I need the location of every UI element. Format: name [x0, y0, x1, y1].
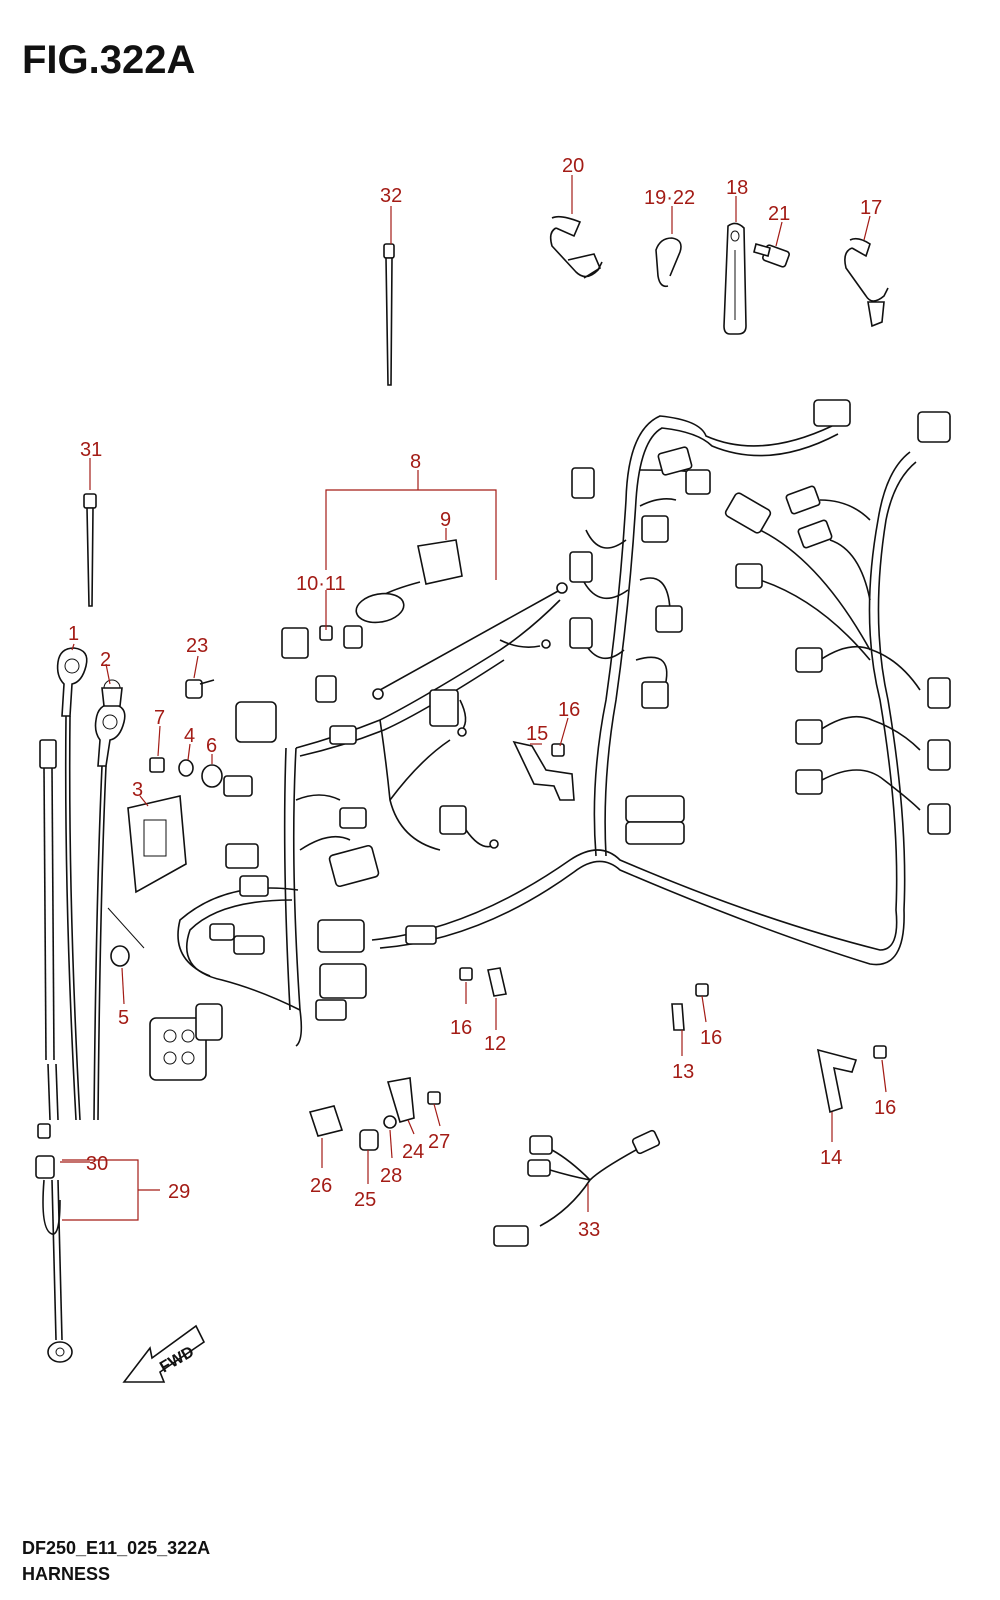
part-clamp-17 [844, 237, 889, 328]
callout-32: 32 [380, 185, 402, 207]
callout-25: 25 [354, 1189, 376, 1211]
callout-15: 15 [526, 723, 548, 745]
part-clamp-20 [549, 215, 603, 279]
callout-2: 2 [100, 649, 111, 671]
part-sub-harness-33 [493, 1129, 661, 1247]
callout-31: 31 [80, 439, 102, 461]
callout-16-d: 16 [874, 1097, 896, 1119]
callout-5: 5 [118, 1007, 129, 1029]
callout-12: 12 [484, 1033, 506, 1055]
part-strap-18 [723, 222, 747, 335]
callout-labels: 1 2 3 4 5 6 7 8 9 10·11 12 13 14 15 16 1… [68, 155, 896, 1241]
callout-26: 26 [310, 1175, 332, 1197]
part-bracket-14 [816, 1045, 887, 1114]
callout-14: 14 [820, 1147, 842, 1169]
callout-3: 3 [132, 779, 143, 801]
callout-30: 30 [86, 1153, 108, 1175]
callout-33: 33 [578, 1219, 600, 1241]
callout-18: 18 [726, 177, 748, 199]
part-relay-9 [355, 539, 463, 624]
part-bracket-12 [459, 967, 507, 997]
callout-19-22: 19·22 [644, 187, 695, 209]
part-bracket-3 [107, 795, 187, 949]
part-bracket-13 [671, 983, 709, 1031]
figure-name: HARNESS [22, 1564, 111, 1584]
callout-9: 9 [440, 509, 451, 531]
callout-4: 4 [184, 725, 195, 747]
callout-28: 28 [380, 1165, 402, 1187]
callout-16-c: 16 [700, 1027, 722, 1049]
callout-17: 17 [860, 197, 882, 219]
fwd-arrow-icon: FWD [122, 1324, 206, 1383]
part-battery-cables-1-29-30 [35, 647, 126, 1363]
callout-1: 1 [68, 623, 79, 645]
parts-24-28 [308, 1077, 441, 1151]
callout-29: 29 [168, 1181, 190, 1203]
callout-16-a: 16 [558, 699, 580, 721]
callout-20: 20 [562, 155, 584, 177]
part-cable-tie-31 [83, 493, 97, 607]
harness-connectors [149, 399, 951, 1081]
callout-16-b: 16 [450, 1017, 472, 1039]
callout-27: 27 [428, 1131, 450, 1153]
figure-code: DF250_E11_025_322A [22, 1538, 211, 1558]
part-wire-clip-19-22 [655, 237, 682, 288]
ground-wires [372, 582, 568, 849]
callout-6: 6 [206, 735, 217, 757]
part-bracket-15 [512, 740, 575, 801]
part-bolt-21 [753, 243, 790, 268]
callout-7: 7 [154, 707, 165, 729]
callout-8: 8 [410, 451, 421, 473]
callout-24: 24 [402, 1141, 424, 1163]
figure-title: FIG.322A [22, 38, 196, 82]
leader-lines [60, 175, 887, 1221]
small-fasteners [110, 679, 223, 967]
part-cable-tie-32 [383, 243, 395, 386]
callout-21: 21 [768, 203, 790, 225]
callout-13: 13 [672, 1061, 694, 1083]
callout-10-11: 10·11 [296, 573, 346, 595]
callout-23: 23 [186, 635, 208, 657]
